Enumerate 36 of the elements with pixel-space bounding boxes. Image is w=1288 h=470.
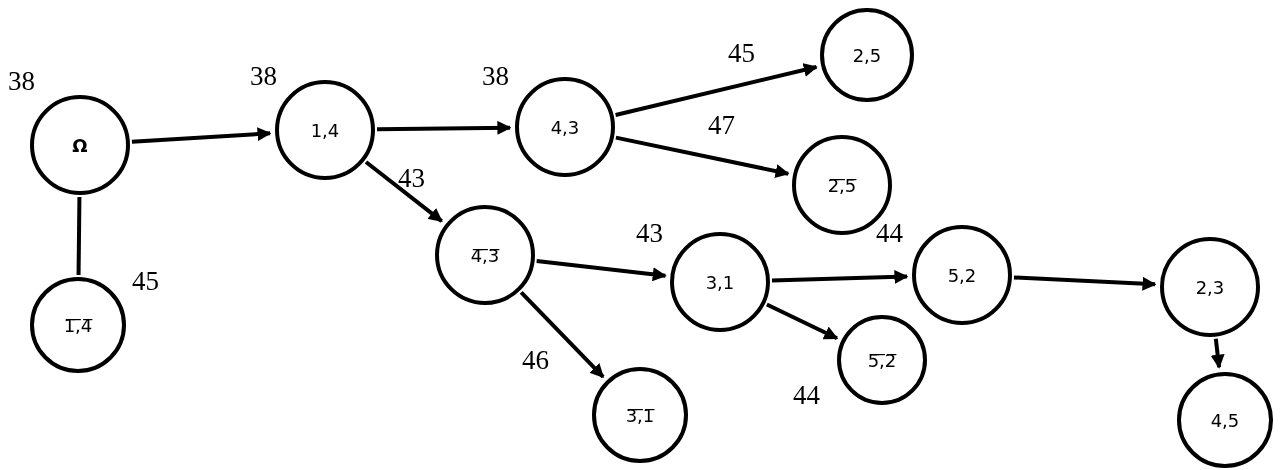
connector-line	[76, 196, 82, 276]
node-label: 1,4	[310, 119, 340, 141]
arrow	[771, 269, 909, 284]
bound-value: 46	[522, 347, 549, 374]
bound-value: 38	[8, 68, 35, 95]
node-label: 2,5	[852, 44, 882, 66]
node-label: 2,3	[1195, 276, 1225, 298]
bound-value: 44	[876, 220, 903, 247]
node-label: 1̅,̅4̅	[63, 314, 93, 336]
bound-value: 38	[482, 63, 509, 90]
node-label: 4,5	[1210, 409, 1240, 431]
bound-value: 44	[793, 382, 820, 409]
bound-value: 47	[708, 112, 735, 139]
arrow	[615, 135, 790, 178]
node-label: 5̅,̅2̅	[867, 349, 897, 371]
node-label: 5,2	[947, 264, 977, 286]
node-label: 4,3	[550, 116, 580, 138]
arrow	[766, 302, 839, 341]
node-label: 3,1	[705, 271, 735, 293]
bound-value: 45	[728, 40, 755, 67]
arrow	[1013, 275, 1157, 291]
node-label: 4̅,̅3̅	[470, 244, 500, 266]
arrow	[364, 160, 443, 223]
bound-value: 43	[398, 165, 425, 192]
arrow	[1210, 338, 1225, 369]
node-label: 3̅,̅1̅	[625, 404, 655, 426]
arrow	[519, 290, 605, 379]
bound-value: 45	[132, 268, 159, 295]
arrow	[376, 120, 512, 135]
bound-value: 43	[636, 220, 663, 247]
arrow	[615, 63, 818, 117]
arrow	[131, 127, 272, 144]
arrow	[536, 258, 667, 282]
node-label: 2̅,̅5̅	[827, 174, 857, 196]
bound-value: 38	[250, 63, 277, 90]
node-label: Ω	[72, 134, 88, 156]
